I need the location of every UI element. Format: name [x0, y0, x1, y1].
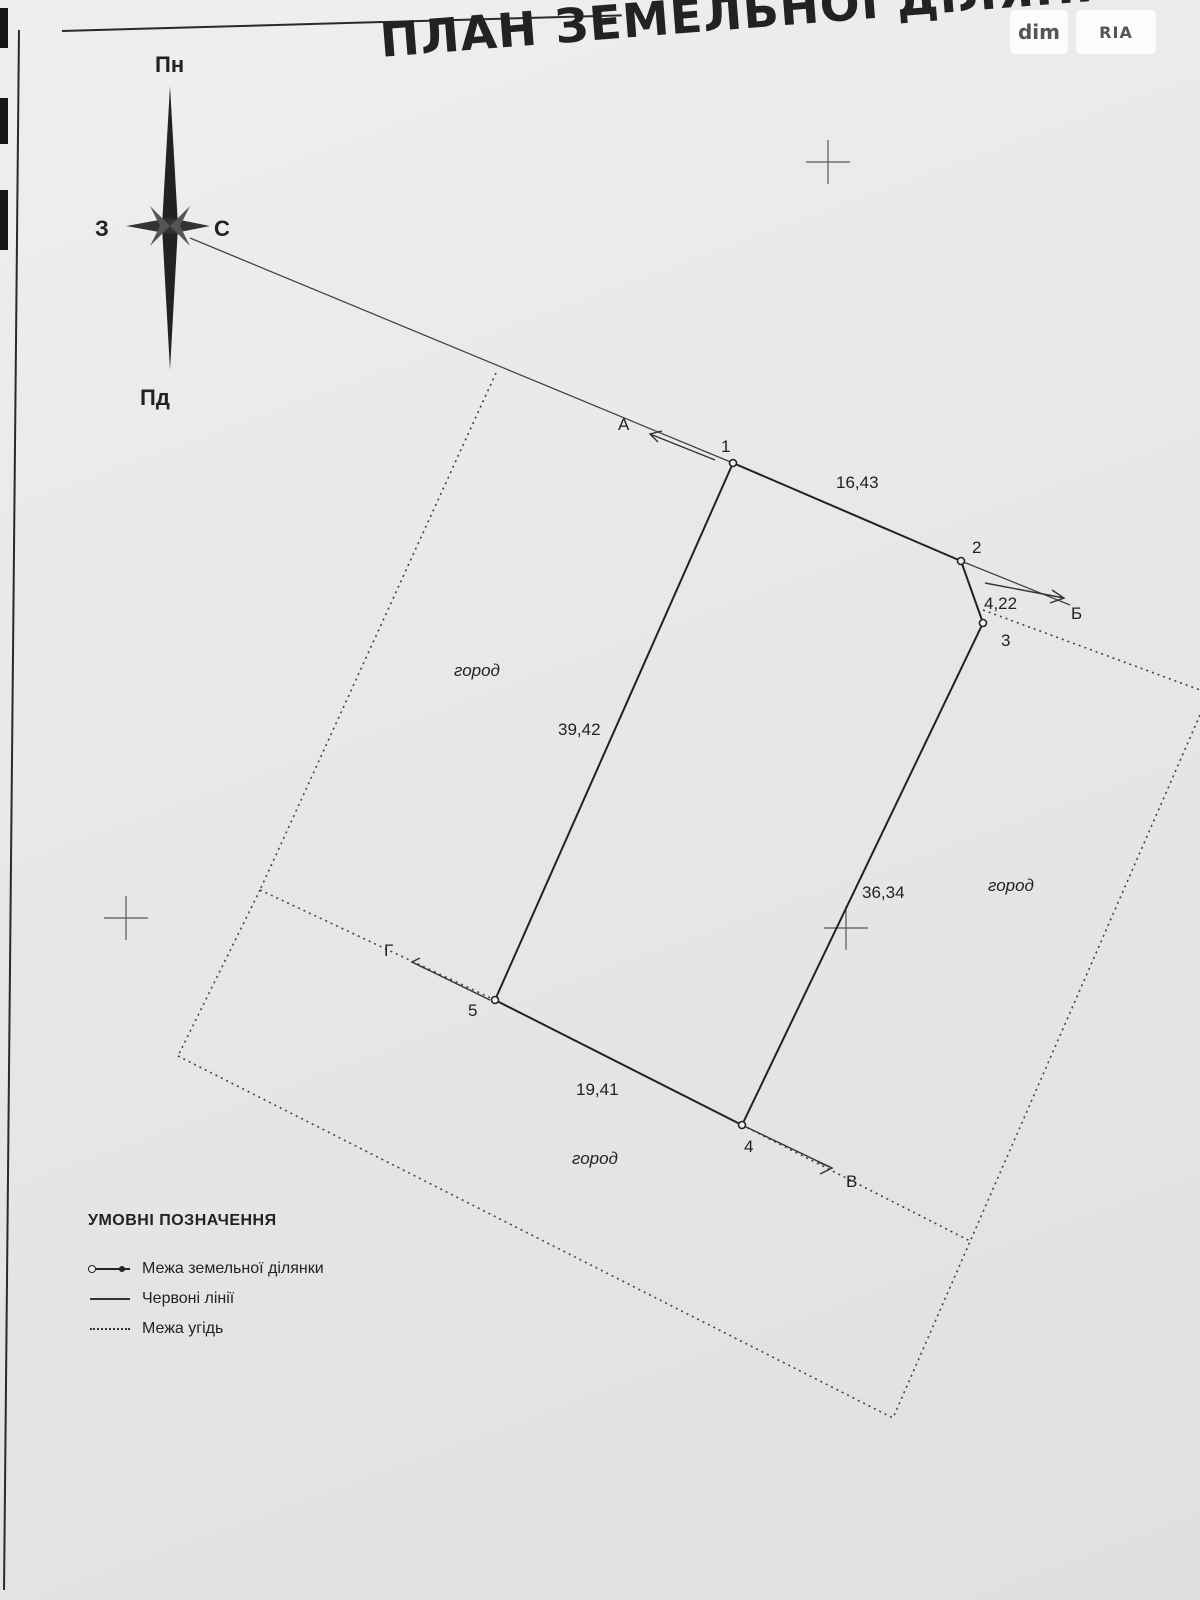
land-use-labels: город город город: [454, 661, 1034, 1168]
arrow-g: [410, 957, 491, 1001]
land-use-boundaries: [177, 372, 1200, 1419]
arrow-v: [741, 1124, 834, 1175]
watermark-dim-logo: dim: [1010, 10, 1068, 54]
point-label: 5: [468, 1001, 477, 1020]
segment-length: 19,41: [576, 1080, 619, 1099]
vertex-4: [737, 1120, 747, 1130]
neighbor-labels: А Б В Г: [384, 415, 1082, 1191]
legend-label: Межа земельної ділянки: [142, 1260, 324, 1277]
parcel-boundary-symbol: [88, 1263, 132, 1275]
point-label: 2: [972, 538, 981, 557]
land-use-boundary: [177, 889, 261, 1057]
binding-mark: [0, 98, 8, 144]
parcel-boundary: [493, 461, 985, 1127]
point-label: 3: [1001, 631, 1010, 650]
vertex-1: [728, 458, 738, 468]
legend-label: Межа угідь: [142, 1320, 224, 1337]
red-line: [960, 560, 1071, 606]
segment-lengths: 16,43 4,22 36,34 19,41 39,42: [558, 473, 1017, 1099]
compass-east-label: С: [214, 216, 230, 241]
land-use-label: город: [454, 661, 500, 680]
vertex-2: [956, 556, 966, 566]
binding-mark: [0, 8, 8, 48]
point-label: 1: [721, 437, 730, 456]
watermark: dim RIA: [1010, 10, 1156, 54]
grid-cross: [824, 906, 868, 950]
legend-item-red-lines: Червоні лінії: [88, 1284, 324, 1314]
segment-length: 16,43: [836, 473, 879, 492]
compass-north-label: Пн: [155, 52, 184, 77]
point-labels: 1 2 3 4 5: [468, 437, 1010, 1156]
legend: УМОВНІ ПОЗНАЧЕННЯ Межа земельної ділянки…: [88, 1212, 324, 1344]
grid-cross: [104, 896, 148, 940]
compass-south-label: Пд: [140, 385, 170, 410]
land-use-boundary: [259, 372, 497, 891]
neighbor-label-g: Г: [384, 941, 393, 960]
compass-diagonal: [170, 206, 190, 226]
neighbor-arrows: [410, 430, 1066, 1175]
land-use-boundary: [892, 714, 1200, 1419]
compass-diagonal: [150, 206, 170, 226]
arrow-b: [984, 582, 1066, 604]
neighbor-label-a: А: [618, 415, 630, 434]
point-label: 4: [744, 1137, 753, 1156]
arrow-a: [648, 430, 716, 461]
grid-cross-marks: [104, 140, 868, 950]
legend-item-land-use-boundary: Межа угідь: [88, 1314, 324, 1344]
compass-rose: Пн Пд З С: [95, 52, 230, 410]
land-use-label: город: [572, 1149, 618, 1168]
red-line-symbol: [88, 1293, 132, 1305]
vertex-5: [490, 995, 500, 1005]
red-line: [189, 237, 734, 464]
watermark-ria-logo: RIA: [1076, 10, 1156, 54]
neighbor-label-v: В: [846, 1172, 857, 1191]
vertex-3: [978, 618, 988, 628]
land-use-boundary: [259, 889, 496, 1001]
compass-diagonal: [170, 226, 190, 246]
compass-north-needle: [162, 86, 178, 226]
land-use-boundary: [741, 1124, 973, 1243]
dotted-line-symbol: [88, 1323, 132, 1335]
segment-length: 4,22: [984, 594, 1017, 613]
legend-item-parcel-boundary: Межа земельної ділянки: [88, 1254, 324, 1284]
land-use-label: город: [988, 876, 1034, 895]
compass-west-label: З: [95, 216, 109, 241]
land-use-boundary: [982, 609, 1200, 691]
neighbor-label-b: Б: [1071, 604, 1082, 623]
grid-cross: [806, 140, 850, 184]
legend-title: УМОВНІ ПОЗНАЧЕННЯ: [88, 1212, 277, 1229]
parcel-vertices: [490, 458, 988, 1130]
legend-label: Червоні лінії: [142, 1290, 235, 1307]
compass-south-needle: [162, 226, 178, 370]
compass-diagonal: [150, 226, 170, 246]
segment-length: 39,42: [558, 720, 601, 739]
binding-mark: [0, 190, 8, 250]
land-use-boundary: [177, 1055, 894, 1419]
segment-length: 36,34: [862, 883, 905, 902]
